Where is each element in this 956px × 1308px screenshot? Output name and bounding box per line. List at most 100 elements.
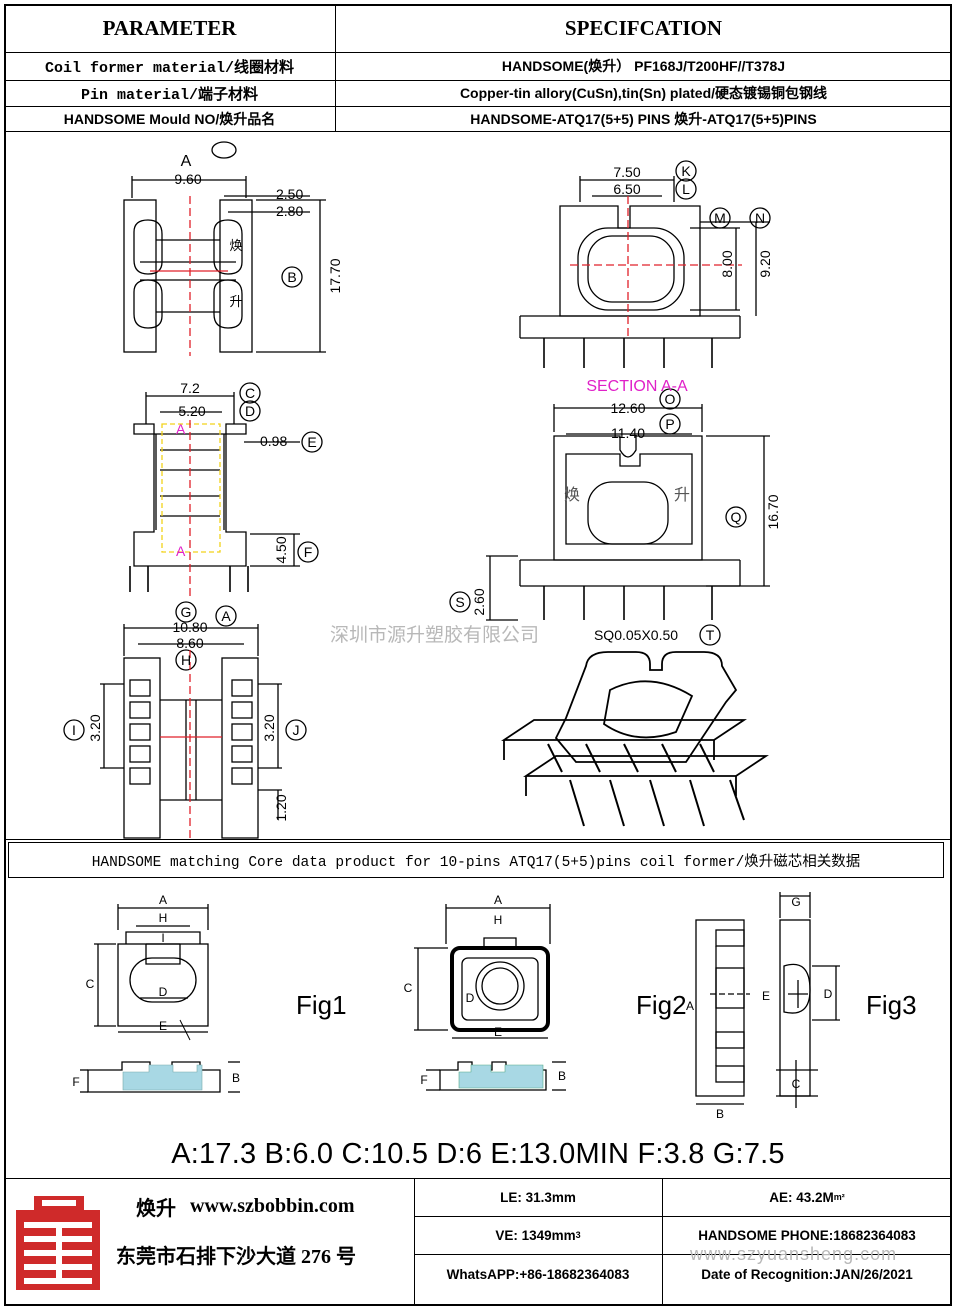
fig1-label-F: F xyxy=(72,1075,79,1089)
dim-11-40: 11.40 xyxy=(611,425,645,441)
label-G: G xyxy=(181,604,192,620)
label-B: B xyxy=(287,269,296,285)
drawing-watermark: 深圳市源升塑胶有限公司 xyxy=(330,625,540,646)
date-value: Date of Recognition:JAN/26/2021 xyxy=(701,1266,913,1282)
label-L: L xyxy=(682,181,690,197)
label-A: A xyxy=(181,153,192,170)
dim-4-50: 4.50 xyxy=(273,536,289,563)
fig3-label-B: B xyxy=(716,1107,724,1121)
dim-6-50: 6.50 xyxy=(613,181,640,197)
label-N: N xyxy=(755,210,765,226)
row-coil-former-label: Coil former material/线圈材料 xyxy=(44,59,295,77)
row-pin-material-label: Pin material/端子材料 xyxy=(80,86,259,104)
dim-10-80: 10.80 xyxy=(172,619,207,635)
phone-value: HANDSOME PHONE:18682364083 xyxy=(698,1227,916,1243)
core-data-title: HANDSOME matching Core data product for … xyxy=(91,854,861,871)
core-figures: A H I C D E F B A H C D E F B A B G E D … xyxy=(72,892,917,1121)
core-dimensions: A:17.3 B:6.0 C:10.5 D:6 E:13.0MIN F:3.8 … xyxy=(171,1137,785,1170)
fig1-label-E: E xyxy=(159,1019,167,1033)
middle-left-view xyxy=(133,382,323,567)
dim-3-20-right: 3.20 xyxy=(261,714,277,741)
fig3-label-D: D xyxy=(824,987,833,1001)
top-left-view xyxy=(123,141,326,353)
label-C: C xyxy=(245,385,255,401)
dim-1-20: 1.20 xyxy=(273,794,289,821)
ae-sup: m² xyxy=(833,1192,845,1202)
fig1-label-D: D xyxy=(159,985,168,999)
dim-7-50: 7.50 xyxy=(613,164,640,180)
label-M: M xyxy=(714,210,726,226)
ve-sup: 3 xyxy=(575,1230,581,1240)
fig2-caption: Fig2 xyxy=(636,990,687,1020)
dim-8-00: 8.00 xyxy=(719,250,735,277)
label-A-2: A xyxy=(221,608,231,624)
row-mould-label: HANDSOME Mould NO/焕升品名 xyxy=(63,110,276,127)
dim-5-20: 5.20 xyxy=(178,403,205,419)
pin-spec: SQ0.05X0.50 xyxy=(594,627,678,643)
bottom-left-view xyxy=(63,601,307,839)
fig1-label-B: B xyxy=(232,1071,240,1085)
handsome-logo xyxy=(16,1196,100,1290)
dim-3-20-left: 3.20 xyxy=(87,714,103,741)
dim-7-2: 7.2 xyxy=(180,380,200,396)
brand-website[interactable]: www.szbobbin.com xyxy=(190,1194,355,1217)
fig2-label-C: C xyxy=(404,981,413,995)
fig1-caption: Fig1 xyxy=(296,990,347,1020)
label-H: H xyxy=(181,652,191,668)
char-huan-1: 焕 xyxy=(229,238,242,253)
dim-9-60: 9.60 xyxy=(174,171,201,187)
section-mark-bottom: A xyxy=(176,543,186,559)
fig3-label-G: G xyxy=(791,895,800,909)
dim-0-98: 0.98 xyxy=(260,433,287,449)
char-sheng-1: 升 xyxy=(229,294,242,309)
dim-9-20: 9.20 xyxy=(757,250,773,277)
header-parameter: PARAMETER xyxy=(102,15,237,40)
label-P: P xyxy=(665,416,674,432)
section-mark-top: A xyxy=(176,421,186,437)
top-right-view xyxy=(519,160,771,339)
fig3-label-E: E xyxy=(762,989,770,1003)
footer-watermark: www.szyuansheng.com xyxy=(690,1244,898,1264)
label-O: O xyxy=(665,391,676,407)
bobbin-3d-view xyxy=(501,651,769,796)
dim-2-50: 2.50 xyxy=(276,186,303,202)
dim-2-60: 2.60 xyxy=(471,588,487,615)
dim-2-80: 2.80 xyxy=(276,203,303,219)
header-specification: SPECIFCATION xyxy=(564,15,723,40)
bobbin-drawing: A 9.60 2.50 2.80 B 17.70 焕 升 K L M N 7.5… xyxy=(63,141,781,839)
label-T: T xyxy=(706,627,715,643)
fig2-label-E: E xyxy=(494,1025,502,1039)
ae-prefix: AE: 43.2M xyxy=(769,1189,834,1205)
fig3-label-C: C xyxy=(792,1077,801,1091)
label-D: D xyxy=(245,403,255,419)
dim-16-70: 16.70 xyxy=(765,494,781,529)
brand-address: 东莞市石排下沙大道 276 号 xyxy=(116,1246,356,1268)
le-value: LE: 31.3mm xyxy=(500,1189,576,1205)
dim-12-60: 12.60 xyxy=(610,400,645,416)
label-K: K xyxy=(681,163,691,179)
fig2-label-H: H xyxy=(494,913,503,927)
fig2-label-F: F xyxy=(420,1073,427,1087)
fig1-label-I: I xyxy=(161,931,164,945)
label-I: I xyxy=(72,722,76,738)
label-E: E xyxy=(307,434,316,450)
brand-line: 焕升 www.szbobbin.com xyxy=(136,1190,416,1222)
row-pin-material-value: Copper-tin allory(CuSn),tin(Sn) plated/硬… xyxy=(459,85,828,101)
fig3-label-A: A xyxy=(686,999,694,1013)
dim-8-60: 8.60 xyxy=(176,635,203,651)
fig2-label-D: D xyxy=(466,991,475,1005)
fig2-label-A: A xyxy=(494,893,502,907)
char-sheng-2: 升 xyxy=(674,486,690,504)
whatsapp-value: WhatsAPP:+86-18682364083 xyxy=(446,1266,630,1282)
row-mould-value: HANDSOME-ATQ17(5+5) PINS 焕升-ATQ17(5+5)PI… xyxy=(470,110,817,127)
label-J: J xyxy=(293,722,300,738)
fig1-label-C: C xyxy=(86,977,95,991)
section-label: SECTION A-A xyxy=(586,378,688,395)
fig1-label-H: H xyxy=(159,911,168,925)
ve-prefix: VE: 1349mm xyxy=(495,1227,576,1243)
fig2-label-B: B xyxy=(558,1069,566,1083)
fig1-label-A: A xyxy=(159,893,167,907)
row-coil-former-value: HANDSOME(焕升） PF168J/T200HF//T378J xyxy=(501,58,786,74)
char-huan-2: 焕 xyxy=(564,486,580,504)
